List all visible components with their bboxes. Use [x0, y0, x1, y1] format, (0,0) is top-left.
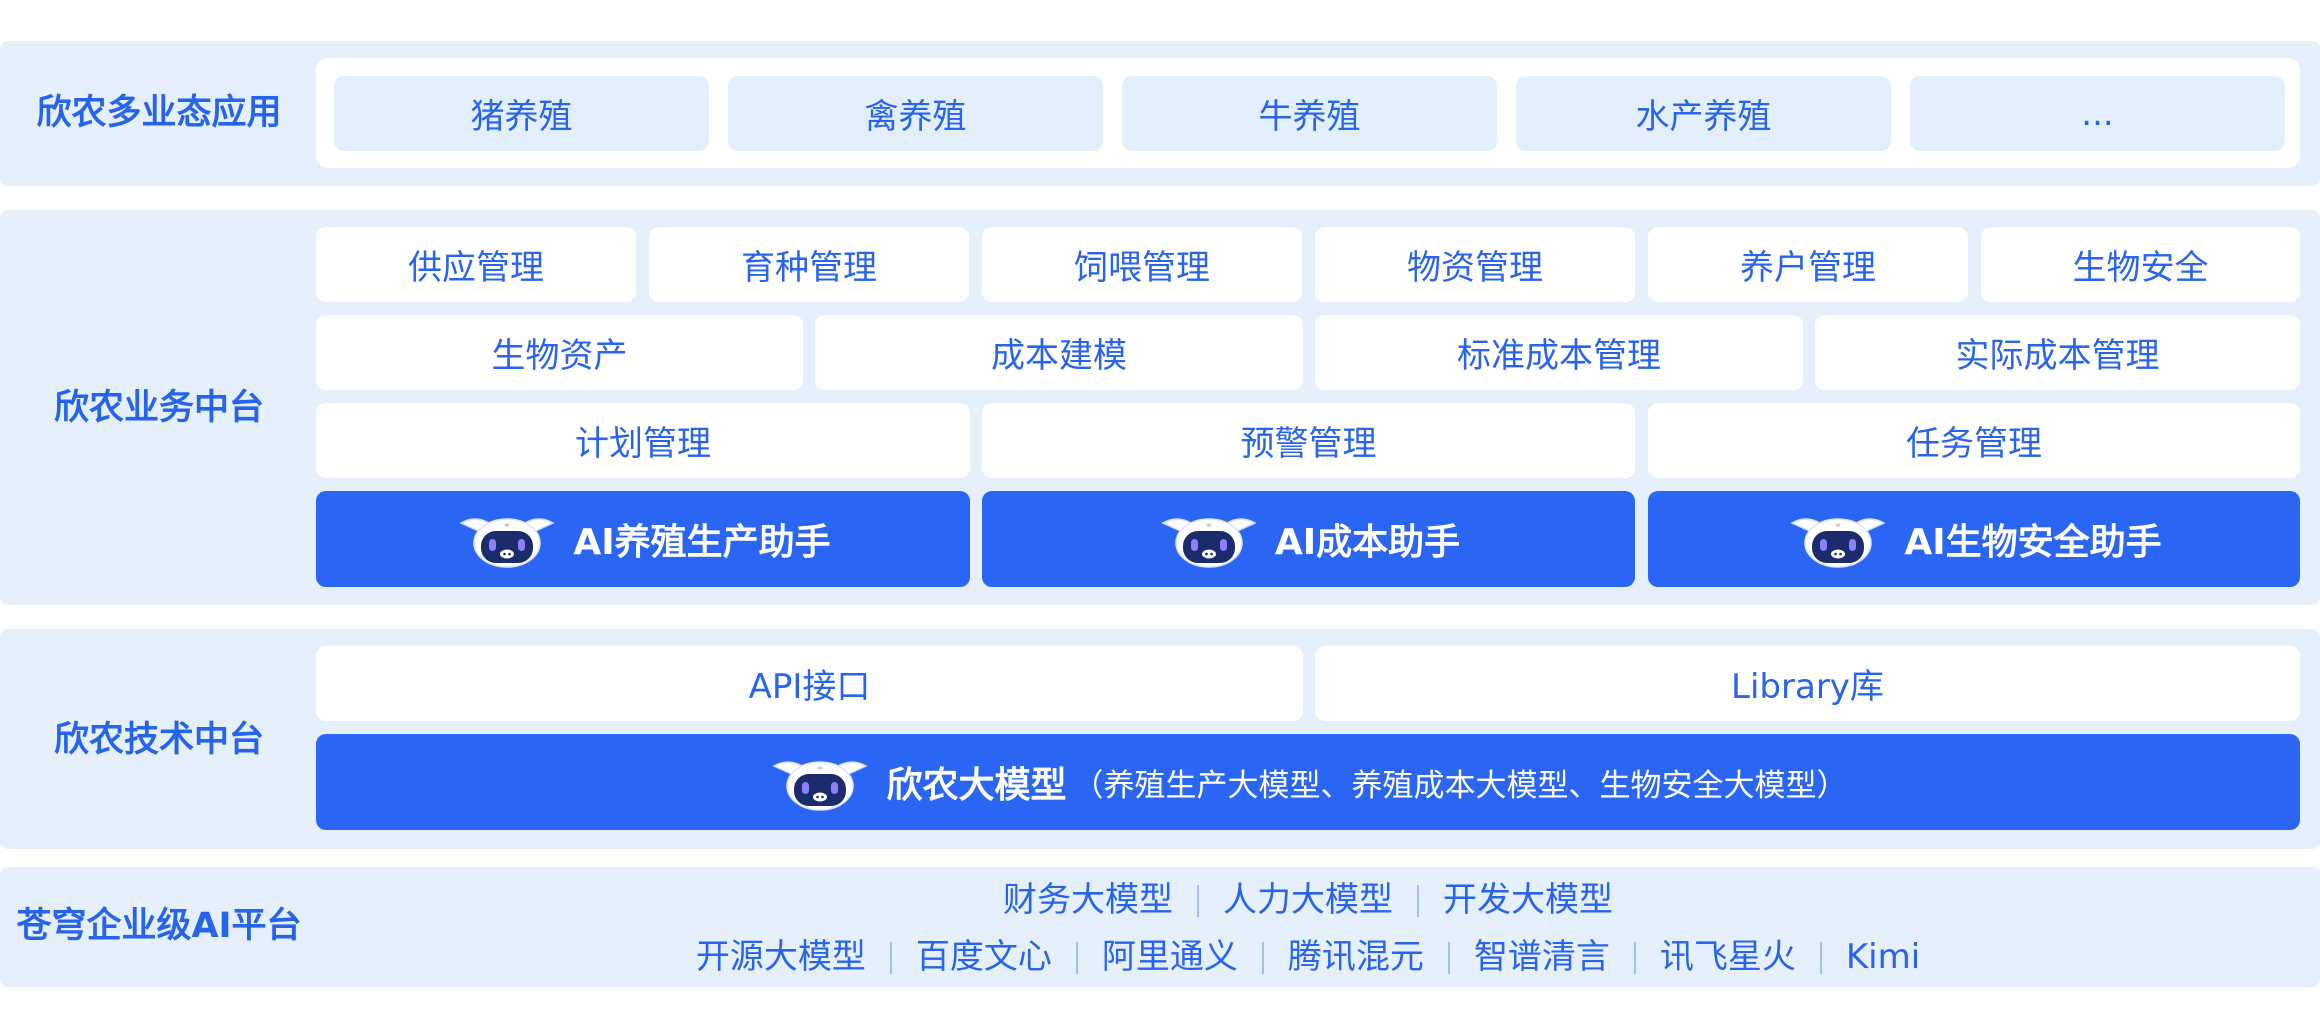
model-hr: 人力大模型: [1223, 880, 1393, 920]
assistant-biosecurity-label: AI生物安全助手: [1904, 522, 2162, 563]
platform-models-row-1: 财务大模型 人力大模型 开发大模型: [316, 878, 2300, 922]
app-pig: 猪养殖: [334, 76, 709, 151]
model-tencent: 腾讯混元: [1287, 937, 1424, 977]
module-planning: 计划管理: [316, 403, 970, 478]
platform-models-row-2: 开源大模型 百度文心 阿里通义 腾讯混元 智谱清言 讯飞星火 Kimi: [316, 935, 2300, 979]
model-finance: 财务大模型: [1003, 880, 1173, 920]
module-bio-assets: 生物资产: [316, 315, 803, 390]
module-breeding: 育种管理: [649, 227, 969, 302]
model-ali: 阿里通义: [1101, 937, 1238, 977]
assistant-cost-label: AI成本助手: [1274, 522, 1461, 563]
model-dev: 开发大模型: [1443, 880, 1613, 920]
pig-mascot-icon: [455, 509, 559, 569]
pig-mascot-icon: [1786, 509, 1890, 569]
tech-library: Library库: [1315, 646, 2300, 721]
layer-apps-label: 欣农多业态应用: [36, 93, 282, 133]
separator: [889, 942, 892, 974]
separator: [1075, 942, 1078, 974]
module-feeding: 饲喂管理: [982, 227, 1302, 302]
layer-ai-platform-label: 苍穹企业级AI平台: [16, 906, 302, 946]
layer-technology-label: 欣农技术中台: [53, 720, 264, 760]
model-kimi: Kimi: [1845, 937, 1921, 977]
module-actual-cost: 实际成本管理: [1815, 315, 2300, 390]
model-iflytek: 讯飞星火: [1659, 937, 1796, 977]
assistant-biosecurity: AI生物安全助手: [1648, 491, 2300, 587]
assistant-production: AI养殖生产助手: [316, 491, 970, 587]
app-poultry: 禽养殖: [728, 76, 1103, 151]
module-biosecurity: 生物安全: [1981, 227, 2300, 302]
pig-mascot-icon: [768, 752, 872, 812]
model-title: 欣农大模型: [886, 765, 1067, 806]
assistant-production-label: AI养殖生产助手: [573, 522, 831, 563]
separator: [1197, 885, 1199, 917]
tech-api: API接口: [316, 646, 1303, 721]
module-cost-modeling: 成本建模: [815, 315, 1303, 390]
xinnong-large-model: 欣农大模型 （养殖生产大模型、养殖成本大模型、生物安全大模型）: [316, 734, 2300, 830]
separator: [1633, 942, 1636, 974]
pig-mascot-icon: [1157, 509, 1261, 569]
layer-business: 欣农业务中台 供应管理 育种管理 饲喂管理 物资管理 养户管理 生物安全 生物资…: [0, 210, 2320, 605]
separator: [1417, 885, 1419, 917]
module-farmers: 养户管理: [1648, 227, 1968, 302]
layer-technology: 欣农技术中台 API接口 Library库 欣农大模型 （养殖生产大模型、养殖成…: [0, 629, 2320, 849]
model-baidu: 百度文心: [915, 937, 1052, 977]
separator: [1819, 942, 1822, 974]
separator: [1447, 942, 1450, 974]
layer-ai-platform: 苍穹企业级AI平台 财务大模型 人力大模型 开发大模型 开源大模型 百度文心 阿里通义 腾…: [0, 867, 2320, 987]
module-materials: 物资管理: [1315, 227, 1635, 302]
assistant-cost: AI成本助手: [982, 491, 1635, 587]
layer-apps: 欣农多业态应用 猪养殖 禽养殖 牛养殖 水产养殖 ...: [0, 41, 2320, 186]
separator: [1261, 942, 1264, 974]
module-supply: 供应管理: [316, 227, 636, 302]
app-aquaculture: 水产养殖: [1516, 76, 1891, 151]
module-tasks: 任务管理: [1648, 403, 2300, 478]
module-warning: 预警管理: [982, 403, 1635, 478]
layer-business-label: 欣农业务中台: [53, 388, 264, 428]
model-subtitle: （养殖生产大模型、养殖成本大模型、生物安全大模型）: [1072, 767, 1848, 804]
app-cattle: 牛养殖: [1122, 76, 1497, 151]
app-more: ...: [1910, 76, 2285, 151]
model-zhipu: 智谱清言: [1473, 937, 1610, 977]
module-standard-cost: 标准成本管理: [1315, 315, 1803, 390]
model-opensource: 开源大模型: [695, 937, 866, 977]
